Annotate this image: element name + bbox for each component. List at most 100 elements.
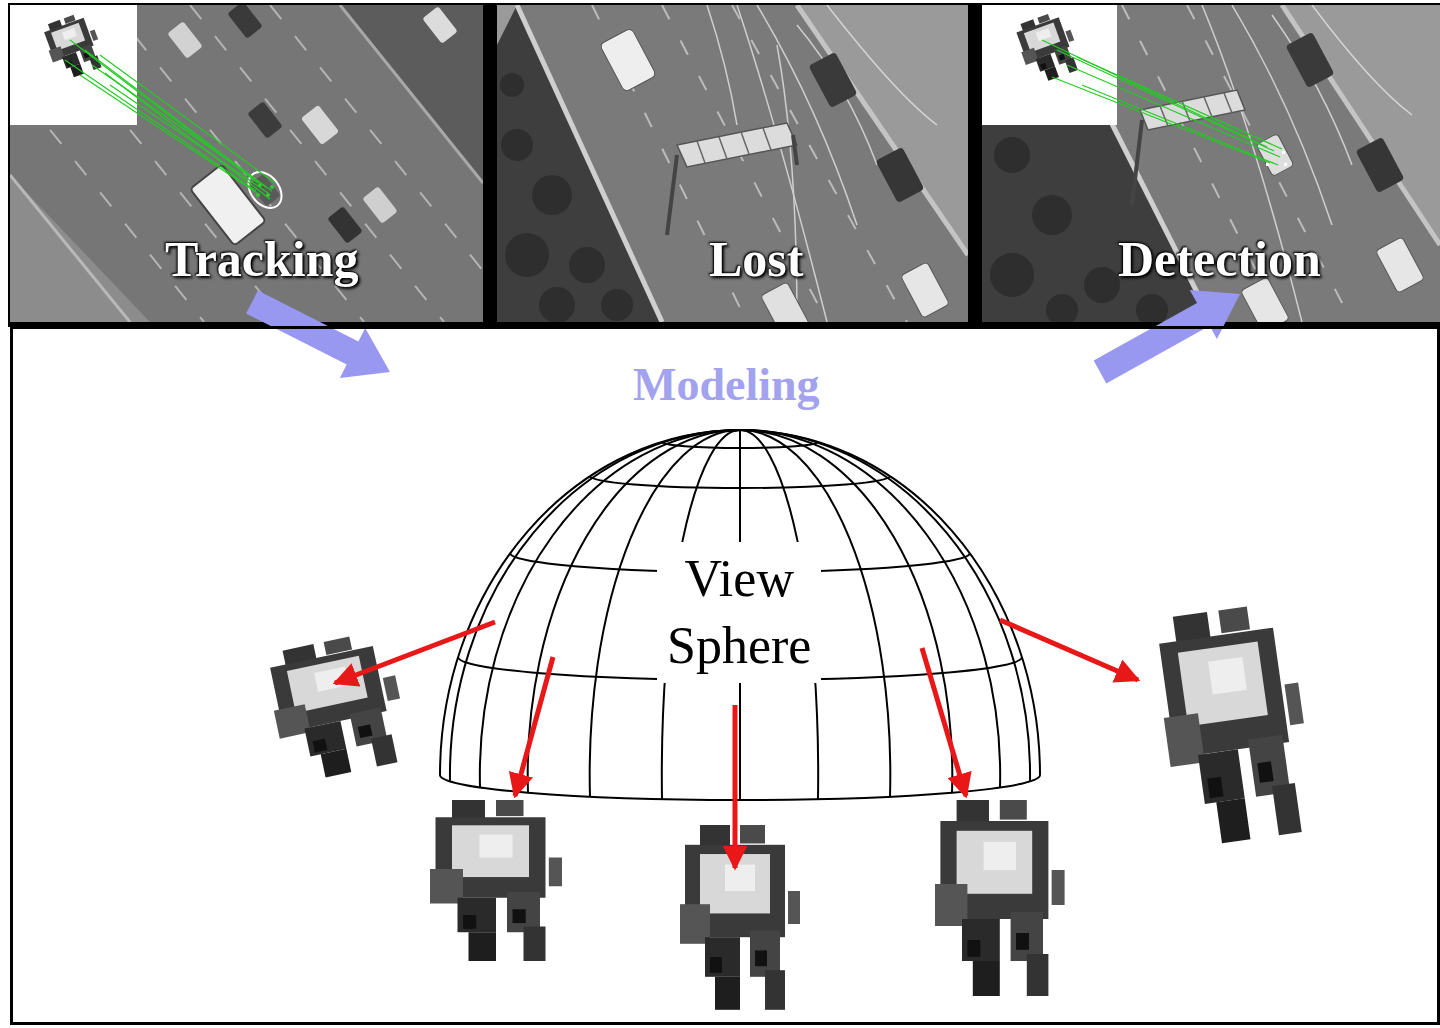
sign-gantry-part-part <box>1160 106 1168 126</box>
modeling-panel: ModelingView Sphere <box>10 326 1440 1025</box>
vehicles-part <box>167 21 202 59</box>
bridge-scene-part-part <box>1312 5 1412 115</box>
vehicles-part <box>1375 237 1424 293</box>
vehicles-part <box>599 28 656 93</box>
vehicles-part <box>808 52 857 108</box>
feature-matches-part <box>65 60 256 191</box>
feature-matches-part <box>80 75 260 195</box>
vehicles-part <box>875 147 924 203</box>
bridge-scene-part-part <box>1032 195 1072 235</box>
bridge-scene-part-part <box>994 137 1030 173</box>
sign-gantry <box>667 123 797 235</box>
lost-photo <box>497 5 968 338</box>
feature-matches-part <box>105 73 270 199</box>
highway-part <box>340 5 483 183</box>
vehicles-part <box>242 166 289 215</box>
bridge-scene-part-part <box>990 253 1034 297</box>
photo-label: Tracking <box>165 231 359 289</box>
bridge-scene-part-part <box>569 247 605 283</box>
vehicles <box>599 28 949 339</box>
highway-part <box>0 5 524 322</box>
feature-matches-part <box>1082 85 1278 165</box>
photo-label: Detection <box>1118 231 1321 289</box>
vehicles-part-part <box>1284 163 1287 166</box>
bridge-scene-part <box>497 5 662 322</box>
view-sphere <box>440 430 1040 800</box>
feature-matches-part <box>100 55 275 183</box>
view-patches-part <box>1150 601 1319 849</box>
bridge-scene-part <box>990 91 1168 326</box>
bridge-scene <box>497 5 968 323</box>
sphere-label: View Sphere <box>667 546 811 679</box>
highway-part-part <box>110 5 364 322</box>
feature-matches-part <box>1057 50 1274 151</box>
vehicles-part <box>1355 137 1404 193</box>
vehicles <box>1240 32 1424 333</box>
sign-gantry-part-part <box>697 141 705 163</box>
feature-matches <box>1042 40 1282 165</box>
photo-label: Lost <box>709 231 803 289</box>
bridge-scene-part <box>982 5 1440 322</box>
highway-part <box>10 5 483 322</box>
feature-matches-part <box>110 85 268 193</box>
highway <box>0 5 524 322</box>
feature-matches-part <box>1042 40 1267 147</box>
vehicles-part-part <box>1282 151 1285 154</box>
highway-part <box>10 175 130 322</box>
view-patches-part <box>935 800 1065 996</box>
view-patches-part <box>680 825 800 1010</box>
bridge-scene-part <box>1282 5 1440 245</box>
sign-gantry-part-part <box>1224 93 1232 113</box>
vehicles-part-part <box>1266 163 1269 166</box>
vehicles-part <box>227 1 262 39</box>
bridge-scene-part-part <box>1136 294 1168 326</box>
feature-matches <box>65 40 275 199</box>
view-patches-part <box>262 629 413 785</box>
bridge-scene-part <box>797 5 968 255</box>
view-patches-part <box>430 800 562 961</box>
flow-arrow <box>246 290 390 378</box>
sign-gantry-part <box>677 123 797 167</box>
vehicles-part <box>362 186 397 224</box>
bridge-scene-part-part <box>707 5 737 125</box>
bridge-scene-part-part <box>501 129 533 161</box>
photo-panel: Detection <box>982 5 1440 322</box>
view-arrows-part <box>515 657 553 796</box>
vehicles-part <box>301 105 339 145</box>
vehicles <box>167 1 457 245</box>
bridge-scene-part-part <box>797 25 877 165</box>
bridge-scene-part-part <box>539 287 575 323</box>
sign-gantry-part <box>667 155 677 235</box>
feature-matches-part <box>85 50 266 187</box>
detection-photo <box>982 5 1440 333</box>
view-arrows-part <box>1000 620 1138 680</box>
vehicles-part <box>422 6 457 44</box>
tracking-photo <box>0 1 524 322</box>
sign-gantry-part-part <box>763 128 771 150</box>
flow-arrow <box>1094 290 1240 383</box>
bridge-scene-part-part <box>505 233 549 277</box>
model-inset-part <box>982 5 1117 125</box>
bridge-scene-part <box>497 5 968 322</box>
panel-frame <box>8 3 1440 327</box>
bridge-scene-part-part <box>827 5 937 125</box>
vehicles-part-part <box>270 185 274 189</box>
model-inset-part <box>40 10 107 82</box>
view-sphere-label: View Sphere <box>657 542 821 683</box>
bridge-scene-part-part <box>500 73 524 97</box>
model-inset-part <box>1012 9 1084 87</box>
bridge-scene-part-part <box>532 175 572 215</box>
sign-gantry-part <box>697 128 771 163</box>
bridge-scene-part-part <box>1232 5 1332 225</box>
sign-gantry-part <box>793 135 797 165</box>
feature-matches-part <box>1052 77 1270 163</box>
bridge-scene-part-part <box>1084 267 1120 303</box>
bridge-scene-part <box>517 5 662 322</box>
vehicles-part <box>900 262 949 318</box>
bridge-scene-part-part <box>662 5 827 322</box>
bridge-scene-part <box>592 5 907 322</box>
model-inset <box>982 5 1117 125</box>
